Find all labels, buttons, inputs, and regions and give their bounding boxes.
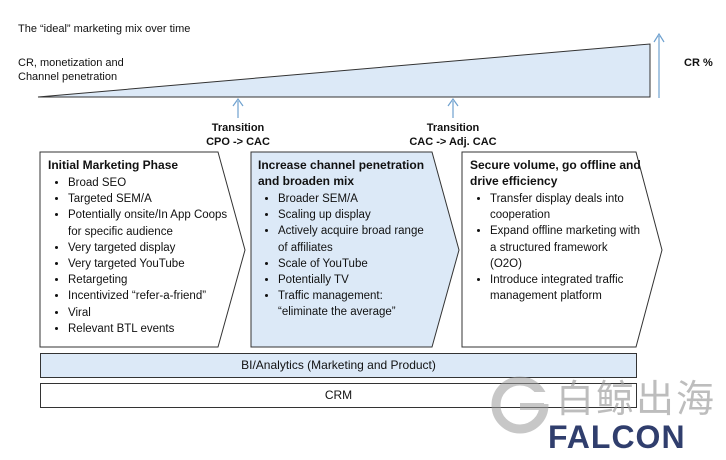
list-item: Expand offline marketing with a structur… — [490, 223, 642, 272]
watermark-chinese: 白鲸出海 — [556, 377, 717, 421]
list-item: Incentivized “refer-a-friend” — [68, 288, 228, 304]
watermark-logo-icon — [491, 376, 550, 434]
phase-2: Increase channel penetration and broaden… — [258, 157, 433, 321]
transition-2-detail: CAC -> Adj. CAC — [409, 136, 497, 148]
transition-1: Transition CPO -> CAC — [188, 121, 288, 149]
list-item: Broader SEM/A — [278, 191, 433, 207]
transition-1-detail: CPO -> CAC — [206, 136, 270, 148]
transition-1-label: Transition — [211, 122, 265, 134]
phase-3-list: Transfer display deals into cooperation … — [470, 191, 642, 304]
list-item: Very targeted display — [68, 240, 228, 256]
phase-3-shape — [461, 151, 663, 348]
list-item: Transfer display deals into cooperation — [490, 191, 642, 223]
transition-arrow-2 — [447, 97, 459, 118]
watermark-logo-bar — [520, 403, 544, 410]
list-item: Potentially TV — [278, 272, 433, 288]
cr-label: CR % — [684, 57, 713, 69]
phase-1: Initial Marketing Phase Broad SEO Target… — [48, 157, 228, 337]
phase-2-shape — [250, 151, 460, 348]
growth-wedge-shape — [37, 43, 651, 98]
phase-1-title: Initial Marketing Phase — [48, 158, 179, 172]
transition-2-label: Transition — [426, 122, 480, 134]
transition-arrow-1 — [232, 97, 244, 118]
cr-up-arrow — [653, 32, 665, 98]
growth-wedge — [37, 32, 665, 118]
phase-2-list: Broader SEM/A Scaling up display Activel… — [258, 191, 433, 321]
list-item: Very targeted YouTube — [68, 256, 228, 272]
transition-2: Transition CAC -> Adj. CAC — [398, 121, 508, 149]
list-item: Potentially onsite/In App Coops for spec… — [68, 207, 228, 239]
diagram-title: The “ideal” marketing mix over time — [18, 23, 191, 35]
watermark-english: FALCON — [548, 419, 686, 455]
list-item: Retargeting — [68, 272, 228, 288]
list-item: Scaling up display — [278, 207, 433, 223]
list-item: Actively acquire broad range of affiliat… — [278, 223, 433, 255]
list-item: Relevant BTL events — [68, 321, 228, 337]
list-item: Introduce integrated traffic management … — [490, 272, 642, 304]
list-item: Traffic management: “eliminate the avera… — [278, 288, 433, 320]
y-label-line2: Channel penetration — [18, 71, 118, 83]
list-item: Viral — [68, 305, 228, 321]
phase-3-title: Secure volume, go offline and drive effi… — [470, 158, 641, 188]
list-item: Broad SEO — [68, 175, 228, 191]
analytics-bar: BI/Analytics (Marketing and Product) — [40, 353, 637, 378]
phase-3: Secure volume, go offline and drive effi… — [470, 157, 642, 304]
phase-1-shape — [39, 151, 246, 348]
list-item: Scale of YouTube — [278, 256, 433, 272]
watermark-logo-gap — [520, 392, 550, 404]
phase-1-list: Broad SEO Targeted SEM/A Potentially ons… — [48, 175, 228, 337]
list-item: Targeted SEM/A — [68, 191, 228, 207]
y-label-line1: CR, monetization and — [18, 57, 124, 69]
phase-2-title: Increase channel penetration and broaden… — [258, 158, 425, 188]
